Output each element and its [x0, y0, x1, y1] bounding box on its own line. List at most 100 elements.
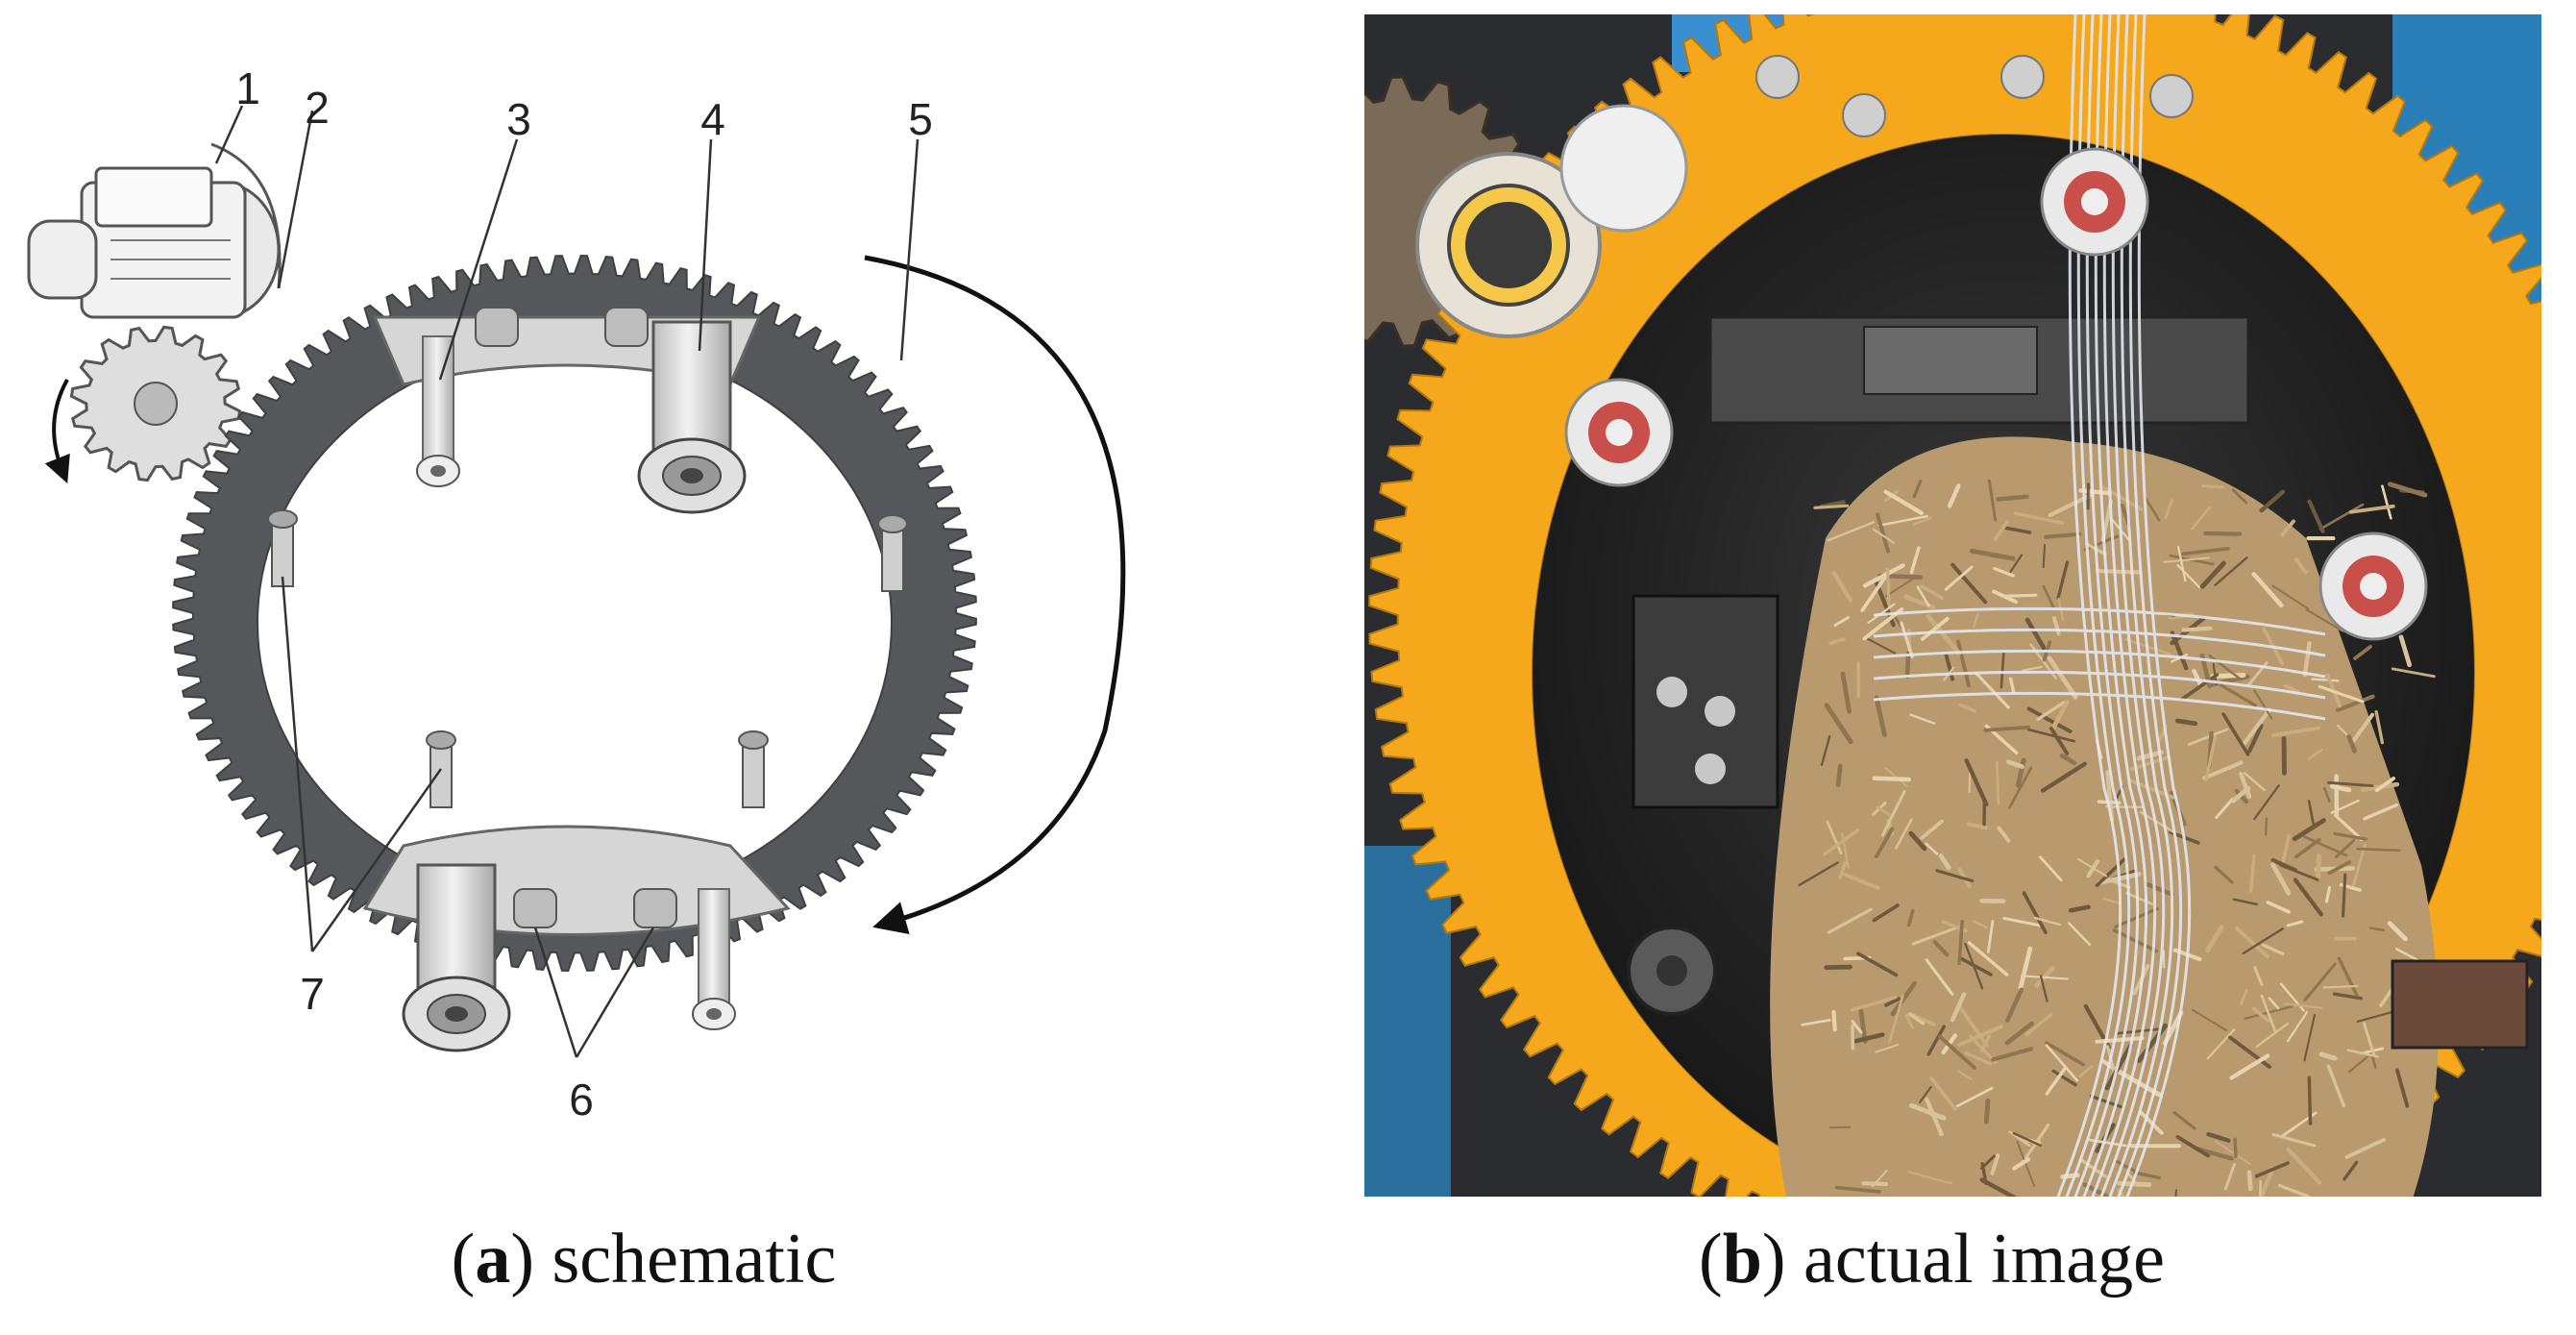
callout-6: 6 — [569, 1075, 594, 1125]
straw-fiber — [2233, 1137, 2238, 1158]
straw-fiber — [2056, 560, 2070, 600]
straw-fiber — [1997, 826, 2011, 843]
straw-fiber — [1916, 585, 1930, 607]
straw-fiber — [1959, 956, 1993, 977]
straw-fiber — [2047, 655, 2078, 700]
straw-fiber — [2228, 1035, 2271, 1069]
straw-fiber — [1964, 758, 1989, 806]
straw-fiber — [1950, 992, 1967, 1023]
straw-fiber — [1801, 1018, 1831, 1026]
straw-fiber — [2205, 925, 2224, 953]
straw-fiber — [2294, 557, 2308, 575]
large-roller-bottom — [402, 863, 511, 1052]
straw-fiber — [2008, 677, 2016, 694]
straw-fiber — [2259, 1179, 2262, 1197]
straw-fiber — [2204, 735, 2218, 781]
straw-fiber — [1987, 479, 1998, 522]
straw-fiber — [1851, 1020, 1863, 1034]
straw-fiber — [2356, 847, 2401, 853]
straw-fiber — [2181, 626, 2213, 632]
straw-fiber — [2270, 862, 2292, 896]
straw-fiber — [2176, 545, 2187, 582]
straw-fiber — [1813, 504, 1850, 509]
straw-fiber — [2045, 1041, 2086, 1067]
straw-fiber — [2337, 956, 2359, 997]
straw-fiber — [1862, 563, 1905, 588]
straw-fiber — [2215, 797, 2235, 820]
straw-fiber — [2044, 532, 2082, 539]
thin-guide-roller-top — [416, 335, 460, 487]
straw-fiber — [1993, 520, 2009, 541]
binding-twine — [1873, 14, 2326, 1197]
straw-fiber — [2261, 943, 2285, 956]
straw-fiber — [1876, 805, 1893, 818]
straw-fiber — [2022, 891, 2048, 934]
straw-fiber — [2095, 1036, 2145, 1044]
straw-fiber — [2026, 728, 2076, 743]
straw-fiber — [2049, 699, 2070, 732]
straw-fiber — [2013, 511, 2065, 525]
straw-fiber — [2239, 772, 2252, 799]
straw-fiber — [2333, 813, 2364, 841]
straw-fiber — [2206, 1028, 2236, 1060]
straw-fiber — [1824, 703, 1853, 745]
straw-fiber — [2322, 984, 2359, 989]
straw-fiber — [1908, 1171, 1953, 1185]
straw-fiber — [1900, 621, 1914, 659]
straw-fiber — [2059, 753, 2077, 766]
straw-fiber — [1888, 994, 1904, 1044]
straw-fiber — [1932, 940, 1950, 957]
straw-fiber — [2318, 1051, 2338, 1061]
straw-fiber — [2049, 727, 2070, 755]
straw-fiber — [2307, 748, 2323, 760]
straw-fiber — [2311, 678, 2340, 682]
straw-fiber — [2078, 488, 2112, 496]
straw-fiber — [2271, 584, 2310, 610]
straw-fiber — [2259, 489, 2286, 513]
straw-fiber — [2318, 684, 2365, 704]
pinion-rotation-arrow — [44, 379, 70, 484]
straw-fiber — [2009, 554, 2024, 573]
straw-fiber — [2242, 927, 2284, 955]
straw-fiber — [1826, 820, 1843, 855]
callout-7: 7 — [300, 969, 325, 1019]
straw-fiber — [1964, 1051, 1992, 1066]
straw-fiber — [2170, 630, 2189, 671]
baling-mechanism — [1627, 315, 2250, 1016]
twine-strand-horizontal — [1873, 628, 2326, 657]
straw-fiber — [2114, 1027, 2164, 1035]
straw-fiber — [1975, 672, 2010, 709]
straw-fiber — [2330, 799, 2360, 814]
twine-strand-horizontal — [1873, 606, 2326, 636]
straw-fiber — [1950, 562, 1988, 605]
caption-b-letter: b — [1722, 1220, 1762, 1298]
straw-fiber — [2163, 556, 2210, 563]
twine-strand — [2099, 14, 2166, 1197]
straw-fiber — [2307, 1075, 2313, 1125]
guide-roller-left — [1415, 152, 1602, 338]
straw-fiber — [1876, 512, 1890, 554]
straw-fiber — [2329, 783, 2352, 793]
straw-fiber — [2016, 1140, 2036, 1187]
straw-fiber — [2356, 1010, 2396, 1023]
straw-fiber — [2018, 946, 2033, 991]
straw-fiber — [2265, 817, 2269, 836]
straw-fiber — [2036, 701, 2066, 722]
straw-fiber — [2292, 818, 2326, 842]
straw-fiber — [2095, 569, 2143, 575]
ring-rotation-arrow — [864, 255, 1126, 935]
straw-fiber — [2394, 1068, 2410, 1108]
straw-fiber — [2280, 519, 2295, 537]
straw-fiber — [1906, 908, 1915, 927]
straw-fiber — [2271, 1132, 2317, 1148]
straw-fiber — [1856, 952, 1899, 977]
straw-fiber — [2045, 1066, 2067, 1096]
straw-fiber — [1956, 1070, 1973, 1080]
straw-fiber — [1957, 920, 1964, 965]
straw-fiber — [2172, 1111, 2196, 1130]
straw-fiber — [2374, 777, 2395, 793]
straw-fiber — [2164, 499, 2173, 520]
straw-fiber — [2352, 843, 2367, 887]
straw-fiber — [2144, 496, 2161, 522]
straw-fiber — [2241, 707, 2272, 748]
